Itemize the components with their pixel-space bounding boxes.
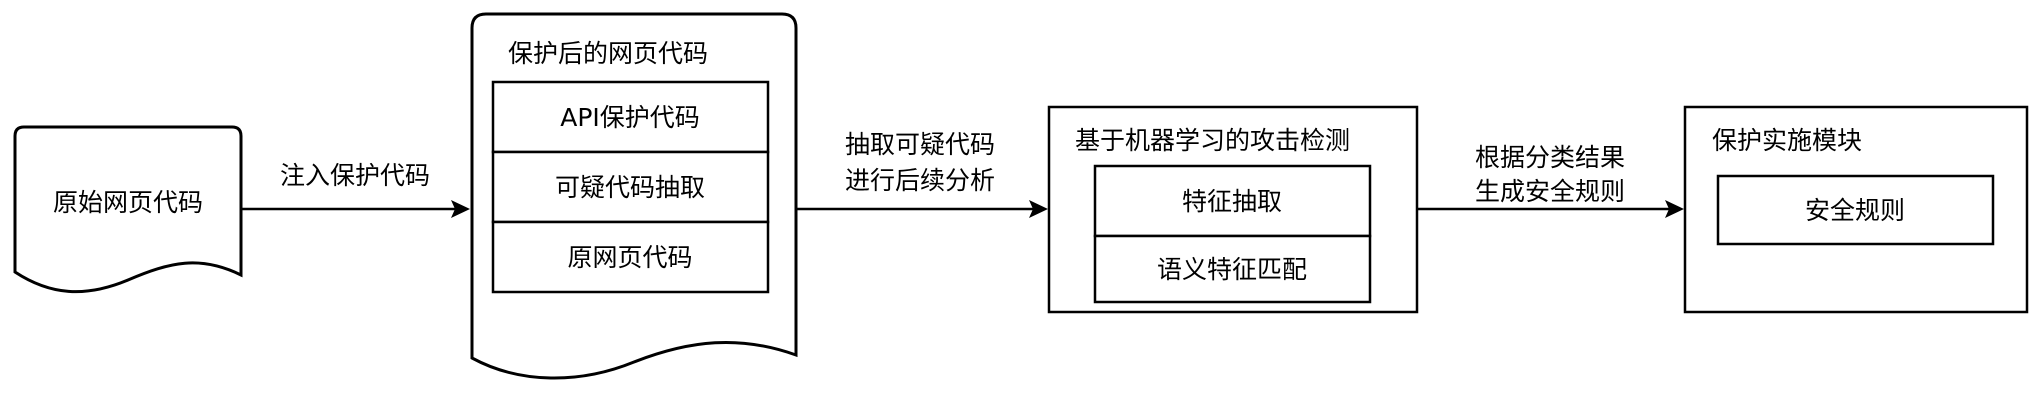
ml-detect-title: 基于机器学习的攻击检测 bbox=[1075, 126, 1350, 155]
ml-row-semantic-label: 语义特征匹配 bbox=[1157, 255, 1307, 284]
protected-row-api-label: API保护代码 bbox=[560, 103, 700, 132]
protected-row-extract-label: 可疑代码抽取 bbox=[555, 173, 705, 202]
edge-inject-arrowhead bbox=[451, 200, 470, 218]
protect-module-title: 保护实施模块 bbox=[1712, 126, 1862, 155]
edge-inject: 注入保护代码 bbox=[242, 161, 470, 218]
protected-row-original-label: 原网页代码 bbox=[567, 243, 692, 272]
original-doc-label: 原始网页代码 bbox=[53, 188, 203, 217]
ml-detect-node: 基于机器学习的攻击检测 特征抽取 语义特征匹配 bbox=[1047, 105, 1419, 314]
edge-rules-label-line2: 生成安全规则 bbox=[1475, 177, 1625, 206]
edge-inject-label: 注入保护代码 bbox=[280, 161, 430, 190]
protect-row-security-rules bbox=[1716, 174, 1995, 246]
protected-row-extract bbox=[491, 150, 770, 224]
ml-row-feature-label: 特征抽取 bbox=[1182, 187, 1282, 216]
ml-row-semantic bbox=[1093, 234, 1372, 304]
edge-rules-label-line1: 根据分类结果 bbox=[1475, 143, 1625, 172]
protect-module-node: 保护实施模块 安全规则 bbox=[1683, 105, 2029, 314]
original-doc-shape bbox=[13, 125, 243, 294]
protected-row-api bbox=[491, 80, 770, 154]
edge-extract: 抽取可疑代码 进行后续分析 bbox=[797, 130, 1048, 218]
protected-doc-title: 保护后的网页代码 bbox=[508, 39, 708, 68]
edge-extract-arrowhead bbox=[1029, 200, 1048, 218]
protect-row-security-rules-label: 安全规则 bbox=[1805, 196, 1905, 225]
edge-extract-label-line1: 抽取可疑代码 bbox=[845, 130, 995, 159]
edge-rules-arrowhead bbox=[1665, 200, 1684, 218]
original-doc-node: 原始网页代码 bbox=[13, 125, 243, 294]
ml-row-feature bbox=[1093, 164, 1372, 238]
edge-extract-label-line2: 进行后续分析 bbox=[845, 166, 995, 195]
edge-rules: 根据分类结果 生成安全规则 bbox=[1418, 143, 1684, 218]
protected-doc-node: 保护后的网页代码 API保护代码 可疑代码抽取 原网页代码 bbox=[470, 12, 798, 380]
protected-row-original bbox=[491, 220, 770, 294]
